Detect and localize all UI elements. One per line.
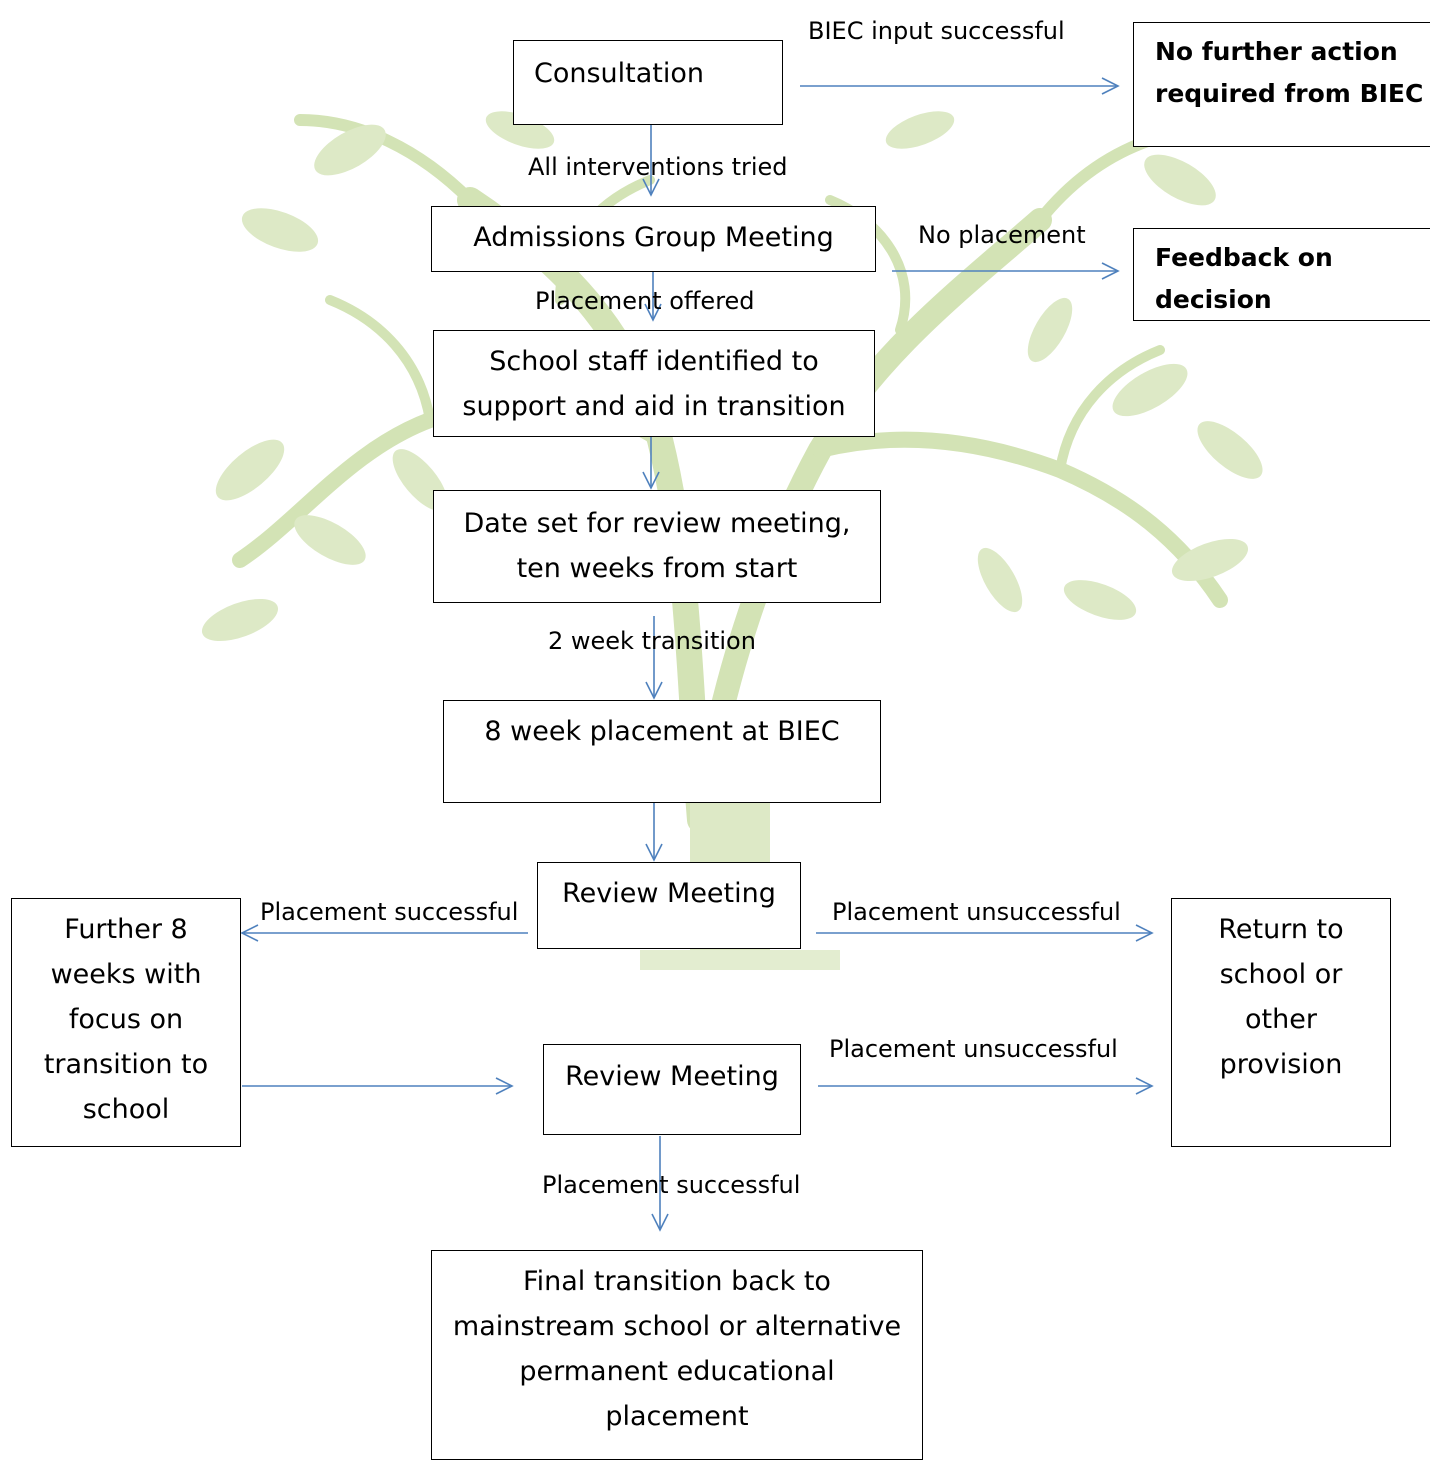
edge-label-placement-offered: Placement offered xyxy=(535,287,755,315)
node-feedback: Feedback on decision xyxy=(1133,228,1430,321)
node-admissions-group: Admissions Group Meeting xyxy=(431,206,876,272)
node-no-further-action: No further action required from BIEC xyxy=(1133,22,1430,147)
edge-label-no-placement: No placement xyxy=(918,221,1086,249)
node-return-to-school: Return to school or other provision xyxy=(1171,898,1391,1147)
edge-label-2-week-transition: 2 week transition xyxy=(548,627,756,655)
node-review-meeting-1: Review Meeting xyxy=(537,862,801,949)
node-return-to-school-label: Return to school or other provision xyxy=(1218,914,1344,1080)
edge-label-biec-input-successful: BIEC input successful xyxy=(808,17,1065,45)
node-review-meeting-2: Review Meeting xyxy=(543,1044,801,1135)
node-date-set: Date set for review meeting, ten weeks f… xyxy=(433,490,881,603)
node-8-week-placement: 8 week placement at BIEC xyxy=(443,700,881,803)
edge-label-placement-unsuccessful-1: Placement unsuccessful xyxy=(832,898,1121,926)
node-feedback-label: Feedback on decision xyxy=(1155,243,1333,314)
node-review-meeting-2-label: Review Meeting xyxy=(565,1061,779,1092)
node-consultation: Consultation xyxy=(513,40,783,125)
edge-label-all-interventions-tried: All interventions tried xyxy=(528,153,788,181)
node-further-8-weeks-label: Further 8 weeks with focus on transition… xyxy=(43,914,209,1125)
node-consultation-label: Consultation xyxy=(534,58,705,89)
edge-label-placement-successful-1: Placement successful xyxy=(260,898,519,926)
node-no-further-action-label: No further action required from BIEC xyxy=(1155,37,1424,108)
node-further-8-weeks: Further 8 weeks with focus on transition… xyxy=(11,898,241,1147)
node-school-staff-label: School staff identified to support and a… xyxy=(462,346,846,422)
node-school-staff: School staff identified to support and a… xyxy=(433,330,875,437)
edge-label-placement-successful-2: Placement successful xyxy=(542,1171,801,1199)
node-8-week-placement-label: 8 week placement at BIEC xyxy=(484,716,840,747)
node-review-meeting-1-label: Review Meeting xyxy=(562,878,776,909)
edge-label-placement-unsuccessful-2: Placement unsuccessful xyxy=(829,1035,1118,1063)
node-final-transition-label: Final transition back to mainstream scho… xyxy=(452,1266,902,1432)
node-date-set-label: Date set for review meeting, ten weeks f… xyxy=(463,508,851,584)
node-admissions-group-label: Admissions Group Meeting xyxy=(473,222,834,253)
node-final-transition: Final transition back to mainstream scho… xyxy=(431,1250,923,1460)
